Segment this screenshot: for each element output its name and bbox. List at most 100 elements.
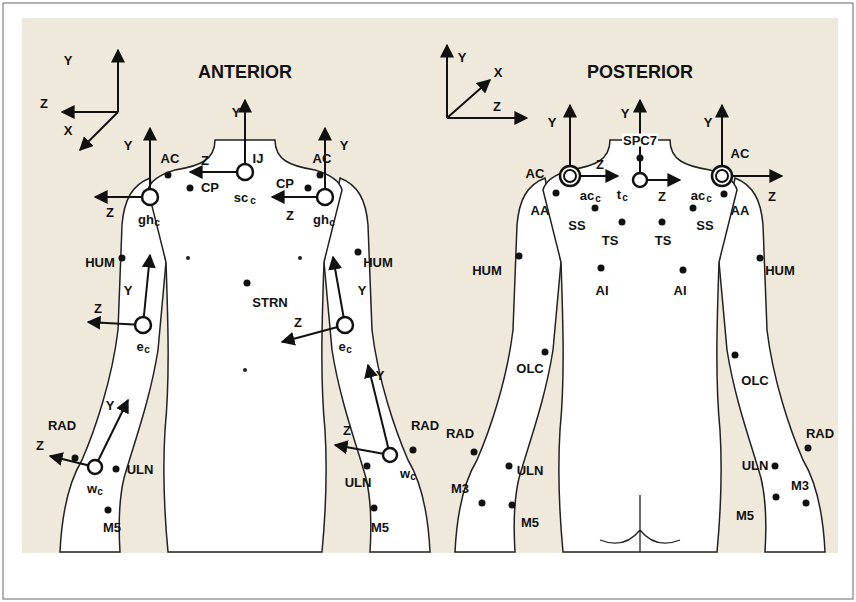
marker-label: Y: [124, 284, 133, 297]
marker-label: Y: [358, 284, 367, 297]
marker-label: Y: [548, 116, 557, 129]
marker-label: TS: [655, 234, 672, 247]
joint-centre: [712, 166, 732, 186]
subscript: c: [97, 487, 103, 497]
joint-centre: [317, 189, 333, 205]
marker-dot: [364, 463, 371, 470]
marker-label: AC: [526, 167, 545, 180]
joint-centre: [142, 189, 158, 205]
marker-label: ULN: [517, 464, 544, 477]
marker-label: X: [494, 66, 503, 79]
subscript: c: [154, 218, 160, 228]
marker-label: M5: [103, 521, 121, 534]
marker-label: Y: [704, 116, 713, 129]
subscript: c: [410, 472, 416, 482]
joint-centre: [383, 448, 397, 462]
marker-label: ac: [580, 189, 594, 202]
marker-label: M5: [371, 521, 389, 534]
buttocks-line: [600, 495, 680, 552]
axis-arrow: [244, 100, 246, 172]
marker-label: AC: [313, 152, 332, 165]
marker-label: RAD: [48, 419, 76, 432]
marker-dot: [773, 494, 780, 501]
marker-label: HUM: [472, 264, 502, 277]
marker-dot: [113, 466, 120, 473]
axis-arrow: [62, 111, 118, 113]
marker-label: CP: [201, 181, 219, 194]
marker-dot: [317, 172, 324, 179]
marker-label: Y: [621, 107, 630, 120]
marker-dot: [598, 265, 605, 272]
marker-dot: [732, 352, 739, 359]
marker-dot: [721, 191, 728, 198]
marker-label: gh: [138, 213, 154, 226]
marker-label: M5: [736, 509, 754, 522]
marker-dot: [805, 445, 812, 452]
marker-label: SS: [568, 219, 585, 232]
marker-label: IJ: [253, 152, 264, 165]
marker-dot: [803, 500, 810, 507]
marker-label: HUM: [85, 256, 115, 269]
marker-label: Z: [294, 316, 302, 329]
marker-dot: [305, 185, 312, 192]
axis-arrow: [447, 117, 527, 119]
marker-label: M3: [451, 482, 469, 495]
marker-label: Y: [340, 139, 349, 152]
marker-label: ULN: [345, 476, 372, 489]
axis-arrow: [447, 80, 490, 118]
marker-label: ac: [691, 189, 705, 202]
marker-dot: [659, 219, 666, 226]
marker-label: w: [400, 467, 410, 480]
marker-label: RAD: [806, 427, 834, 440]
marker-label: X: [64, 124, 73, 137]
marker-label: Z: [768, 190, 776, 203]
marker-label: RAD: [446, 427, 474, 440]
view-title: ANTERIOR: [198, 63, 292, 81]
subscript: c: [595, 194, 601, 204]
marker-dot: [165, 172, 172, 179]
marker-label: Y: [458, 51, 467, 64]
marker-dot: [187, 185, 194, 192]
marker-dot: [772, 463, 779, 470]
posterior-body: [455, 140, 825, 552]
marker-dot: [757, 255, 764, 262]
marker-label: HUM: [363, 256, 393, 269]
marker-label: AA: [531, 204, 550, 217]
marker-dot: [553, 190, 560, 197]
axis-arrow: [368, 365, 390, 455]
marker-dot: [410, 447, 417, 454]
marker-label: AI: [596, 284, 609, 297]
marker-label: SPC7: [622, 134, 658, 147]
marker-label: Z: [343, 424, 351, 437]
marker-label: HUM: [765, 264, 795, 277]
marker-dot: [105, 507, 112, 514]
joint-centre: [88, 460, 102, 474]
marker-label: Z: [40, 97, 48, 110]
marker-dot: [680, 267, 687, 274]
marker-dot: [542, 349, 549, 356]
anterior-body: [60, 140, 430, 552]
subscript: c: [250, 196, 256, 206]
joint-centre: [237, 164, 253, 180]
marker-label: gh: [313, 213, 329, 226]
marker-dot: [509, 502, 516, 509]
axis-arrows: [50, 45, 812, 514]
marker-label: Z: [201, 154, 209, 167]
subscript: c: [706, 194, 712, 204]
marker-dot: [244, 280, 251, 287]
axis-arrow: [117, 50, 119, 112]
marker-label: Z: [658, 190, 666, 203]
axis-arrow: [335, 445, 390, 455]
marker-label: Y: [106, 399, 115, 412]
marker-label: Y: [64, 54, 73, 67]
joint-centre: [564, 170, 576, 182]
view-title: POSTERIOR: [587, 63, 693, 81]
marker-label: Z: [493, 100, 501, 113]
axis-arrow: [446, 45, 448, 118]
marker-dot: [690, 205, 697, 212]
marker-label: Y: [232, 106, 241, 119]
marker-label: e: [136, 340, 143, 353]
marker-dot: [72, 455, 79, 462]
marker-dot: [516, 253, 523, 260]
